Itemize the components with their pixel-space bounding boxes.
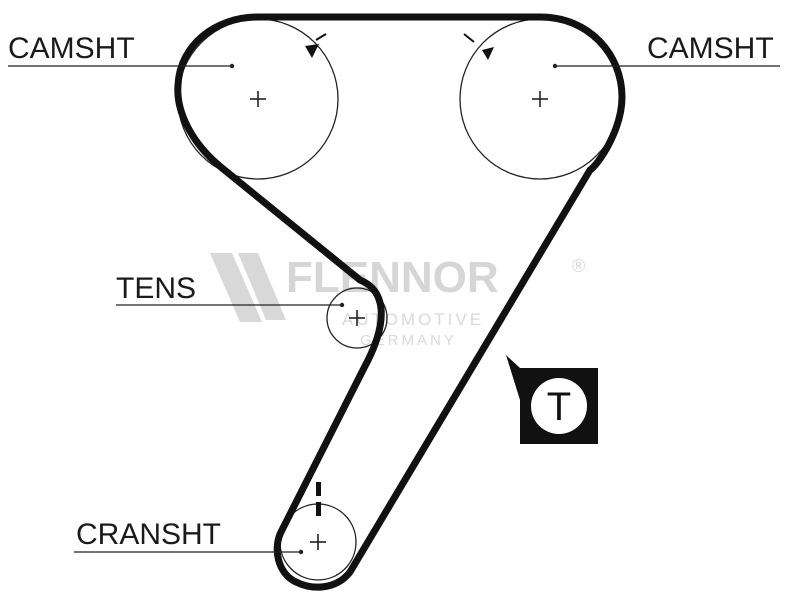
watermark-logo-stripe-2 <box>238 253 286 320</box>
tool-badge-pointer <box>506 355 520 400</box>
crankshaft-timing-mark <box>316 482 321 516</box>
tensioner-center-cross <box>349 310 365 326</box>
watermark-brand: FLENNOR <box>286 253 499 302</box>
tool-badge-letter: T <box>547 385 571 429</box>
left-camshaft-center-cross <box>250 91 266 107</box>
tensioner-leader-dot <box>339 302 345 308</box>
special-tool-badge: T <box>506 355 598 444</box>
watermark-line1: AUTOMOTIVE <box>342 310 484 329</box>
camshaft-right-label: CAMSHT <box>647 32 774 65</box>
crankshaft-label: CRANSHT <box>76 518 222 551</box>
watermark-registered: ® <box>572 256 585 276</box>
tool-badge-circle <box>531 378 587 434</box>
flennor-watermark: FLENNOR ® AUTOMOTIVE GERMANY <box>210 253 585 349</box>
camshaft-left-label: CAMSHT <box>8 32 135 65</box>
right-camshaft-timing-mark <box>463 33 494 60</box>
right-camshaft-center-cross <box>532 91 548 107</box>
camshaft-right-leader-dot <box>552 63 558 69</box>
crankshaft-center-cross <box>310 534 326 550</box>
crankshaft-leader-dot <box>298 549 304 555</box>
tensioner-label: TENS <box>116 272 197 305</box>
timing-belt <box>174 13 626 591</box>
tensioner-pulley <box>326 287 388 349</box>
camshaft-left-leader-dot <box>229 63 235 69</box>
watermark-line2: GERMANY <box>360 332 457 349</box>
left-camshaft-timing-mark <box>305 33 327 58</box>
